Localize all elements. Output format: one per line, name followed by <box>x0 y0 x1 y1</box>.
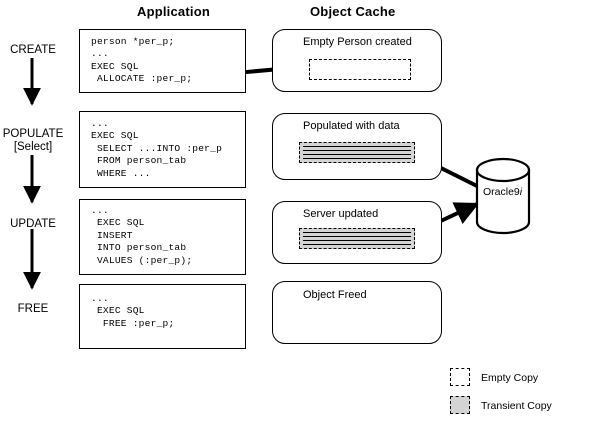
database-label-italic: i <box>519 186 523 198</box>
legend-label-transient-copy: Transient Copy <box>481 400 552 412</box>
cache-box-server-updated: Server updated <box>272 201 442 264</box>
cache-box-populated-with-data: Populated with data <box>272 113 442 180</box>
cache-title-server-updated: Server updated <box>303 208 379 220</box>
legend-label-empty-copy: Empty Copy <box>481 372 539 384</box>
code-text-update: ... EXEC SQL INSERT INTO person_tab VALU… <box>91 205 193 266</box>
stage-label-update: UPDATE <box>10 218 56 230</box>
header-object-cache: Object Cache <box>310 4 396 19</box>
empty-copy-swatch <box>309 59 411 80</box>
cache-title-object-freed: Object Freed <box>303 289 367 301</box>
stage-label-populate: POPULATE <box>2 128 64 140</box>
legend-swatch-empty-copy <box>450 368 470 386</box>
code-box-free: ... EXEC SQL FREE :per_p; <box>79 284 246 349</box>
database-label-prefix: Oracle9 <box>483 186 520 198</box>
database-label: Oracle9i <box>483 186 522 198</box>
cache-box-empty-person-created: Empty Person created <box>272 29 442 92</box>
transient-copy-stripes <box>303 232 411 245</box>
code-text-create: person *per_p; ... EXEC SQL ALLOCATE :pe… <box>91 36 193 85</box>
stage-label-create: CREATE <box>10 44 56 56</box>
cache-box-object-freed: Object Freed <box>272 281 442 344</box>
transient-copy-stripes <box>303 146 411 159</box>
header-application: Application <box>137 4 210 19</box>
code-box-populate: ... EXEC SQL SELECT ...INTO :per_p FROM … <box>79 111 246 188</box>
cache-title-empty-person-created: Empty Person created <box>303 36 412 48</box>
code-text-populate: ... EXEC SQL SELECT ...INTO :per_p FROM … <box>91 118 223 179</box>
code-box-update: ... EXEC SQL INSERT INTO person_tab VALU… <box>79 199 246 275</box>
code-box-create: person *per_p; ... EXEC SQL ALLOCATE :pe… <box>79 29 246 93</box>
cache-title-populated-with-data: Populated with data <box>303 120 400 132</box>
transient-copy-swatch-server <box>299 228 415 249</box>
legend-swatch-transient-copy <box>450 396 470 414</box>
code-text-free: ... EXEC SQL FREE :per_p; <box>91 293 175 329</box>
database-cylinder-icon <box>475 157 531 235</box>
stage-label-free: FREE <box>17 303 49 315</box>
stage-label-populate-sub: [Select] <box>13 141 53 153</box>
transient-copy-swatch-populated <box>299 142 415 163</box>
